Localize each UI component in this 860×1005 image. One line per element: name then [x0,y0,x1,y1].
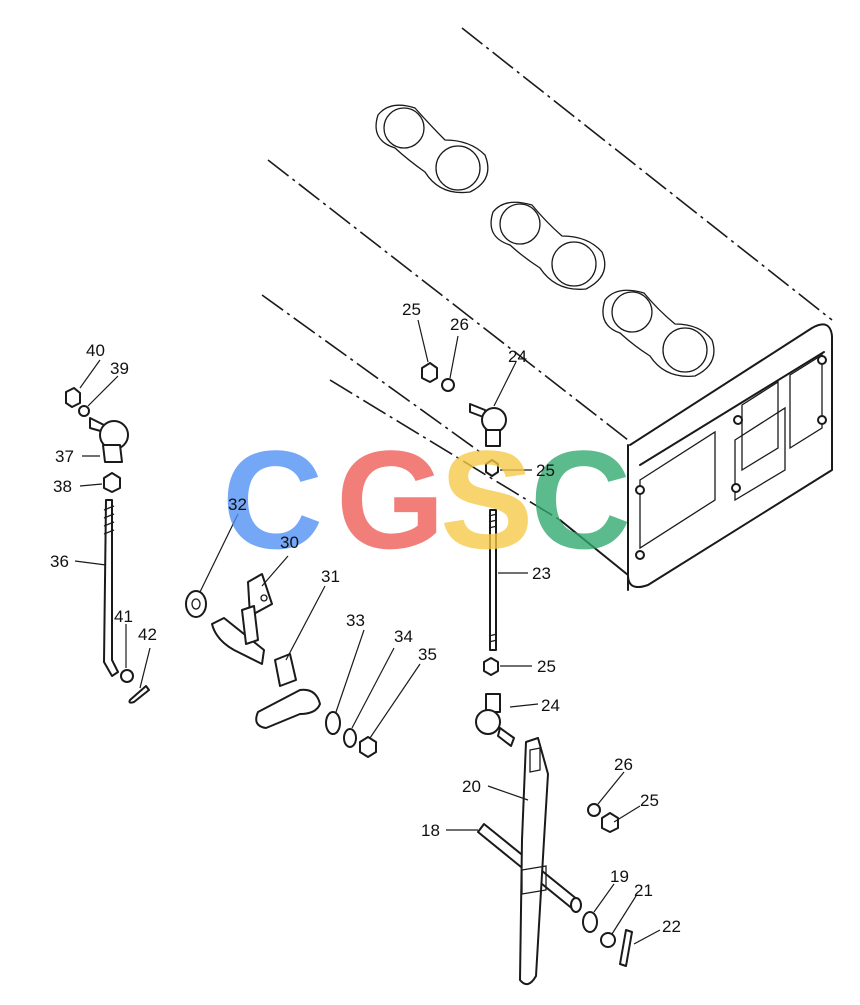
leader-lines [74,319,661,945]
part-30-lever-shaft [211,573,273,665]
callout-20: 20 [462,777,481,796]
part-22-pin [619,929,633,967]
watermark-letter-c2: C [530,421,631,578]
part-33-washer [325,711,341,735]
part-25-nut-lower [483,657,499,676]
callout-25-lower: 25 [537,657,556,676]
part-24-ball-joint-bottom [475,693,515,747]
watermark-logo: C G S C [222,421,631,578]
watermark-letter-s: S [440,421,533,578]
left-rod-assembly [65,387,150,704]
part-19-washer [582,911,598,933]
callout-38: 38 [53,477,72,496]
part-21-washer [600,932,616,948]
part-41-washer [120,669,134,683]
cylinder-head-block [261,27,833,591]
part-26-washer-top [441,378,455,392]
part-37-ball-joint [89,417,129,463]
callout-23: 23 [532,564,551,583]
callout-33: 33 [346,611,365,630]
watermark-letter-g: G [336,421,445,578]
lever-assembly [185,573,377,758]
part-36-rod [103,499,119,677]
part-23-rod [489,509,497,651]
callout-25-top: 25 [402,300,421,319]
part-35-nut [359,736,377,758]
part-25-nut-top [421,362,438,383]
callout-24-bottom: 24 [541,696,560,715]
callout-25-upper: 25 [536,461,555,480]
callout-42: 42 [138,625,157,644]
part-26-washer-lower [587,803,601,817]
callout-36: 36 [50,552,69,571]
callout-31: 31 [321,567,340,586]
callout-34: 34 [394,627,413,646]
callout-39: 39 [110,359,129,378]
part-24-ball-joint-top [469,403,507,447]
part-31-arm [255,688,321,729]
watermark-letter-c1: C [222,421,323,578]
callout-26-lower: 26 [614,755,633,774]
callout-41: 41 [114,607,133,626]
combustion-chambers [375,104,715,377]
part-32-washer [185,590,207,618]
center-rod-assembly [421,362,515,747]
part-31-bushing [274,653,297,687]
callout-40: 40 [86,341,105,360]
part-34-washer [343,728,357,748]
part-25-nut-right [601,812,619,833]
callout-35: 35 [418,645,437,664]
callout-25-right: 25 [640,791,659,810]
part-25-nut-upper [485,459,499,477]
part-40-nut [65,387,81,408]
part-20-lever [519,737,549,986]
callout-21: 21 [634,881,653,900]
callout-19: 19 [610,867,629,886]
part-42-cotter-pin [128,685,150,704]
callout-37: 37 [55,447,74,466]
callout-18: 18 [421,821,440,840]
callout-30: 30 [280,533,299,552]
callout-26-top: 26 [450,315,469,334]
callout-labels: 40 39 37 38 36 41 42 32 30 31 33 34 35 2… [50,300,681,936]
callout-22: 22 [662,917,681,936]
callout-24-top: 24 [508,347,527,366]
lower-lever-assembly [477,737,633,986]
part-39-washer [78,405,90,417]
part-38-nut [103,472,121,493]
callout-32: 32 [228,495,247,514]
